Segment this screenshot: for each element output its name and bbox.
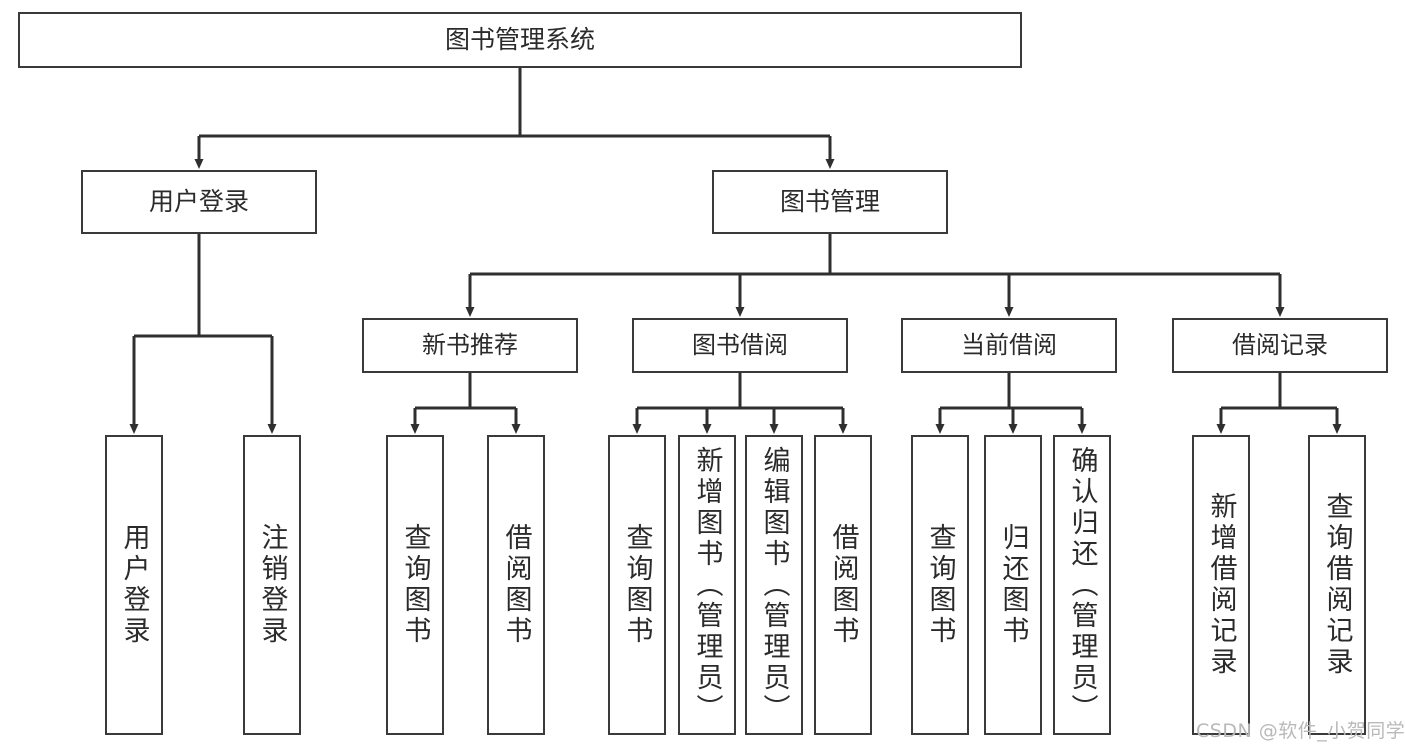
node-root[interactable]: 图书管理系统	[18, 12, 1022, 68]
node-leaf-borrow-book-1[interactable]: 借阅图书	[487, 435, 545, 735]
node-leaf-add-record-label: 新增借阅记录	[1205, 492, 1237, 678]
node-leaf-user-logout-label: 注销登录	[256, 523, 288, 647]
node-root-label: 图书管理系统	[444, 25, 595, 55]
node-leaf-confirm-return[interactable]: 确认归还（管理员）	[1053, 435, 1111, 735]
node-borrow-record[interactable]: 借阅记录	[1172, 318, 1388, 373]
node-leaf-query-book-1[interactable]: 查询图书	[386, 435, 444, 735]
node-leaf-add-book[interactable]: 新增图书（管理员）	[678, 435, 736, 735]
node-leaf-borrow-book-2-label: 借阅图书	[827, 523, 859, 647]
node-leaf-query-book-2[interactable]: 查询图书	[608, 435, 666, 735]
node-leaf-add-record[interactable]: 新增借阅记录	[1192, 435, 1250, 735]
node-book-manage-label: 图书管理	[779, 187, 880, 217]
node-new-book-recommend-label: 新书推荐	[422, 331, 518, 360]
node-leaf-query-book-3[interactable]: 查询图书	[911, 435, 969, 735]
node-leaf-confirm-return-label: 确认归还（管理员）	[1066, 445, 1098, 725]
node-leaf-query-book-1-label: 查询图书	[399, 523, 431, 647]
node-leaf-borrow-book-1-label: 借阅图书	[500, 523, 532, 647]
node-leaf-return-book-label: 归还图书	[997, 523, 1029, 647]
node-leaf-edit-book[interactable]: 编辑图书（管理员）	[745, 435, 803, 735]
node-new-book-recommend[interactable]: 新书推荐	[362, 318, 578, 373]
node-current-borrow[interactable]: 当前借阅	[901, 318, 1117, 373]
node-user-login-label: 用户登录	[148, 187, 249, 217]
node-leaf-query-book-3-label: 查询图书	[924, 523, 956, 647]
node-leaf-query-book-2-label: 查询图书	[621, 523, 653, 647]
node-leaf-user-login-label: 用户登录	[118, 523, 150, 647]
node-leaf-query-record-label: 查询借阅记录	[1321, 492, 1353, 678]
node-leaf-user-logout[interactable]: 注销登录	[243, 435, 301, 735]
node-leaf-borrow-book-2[interactable]: 借阅图书	[814, 435, 872, 735]
node-current-borrow-label: 当前借阅	[961, 331, 1057, 360]
node-borrow-record-label: 借阅记录	[1232, 331, 1328, 360]
node-leaf-edit-book-label: 编辑图书（管理员）	[758, 445, 790, 725]
node-leaf-user-login[interactable]: 用户登录	[105, 435, 163, 735]
node-leaf-add-book-label: 新增图书（管理员）	[691, 445, 723, 725]
node-book-manage[interactable]: 图书管理	[712, 170, 948, 234]
node-user-login[interactable]: 用户登录	[81, 170, 317, 234]
node-leaf-query-record[interactable]: 查询借阅记录	[1308, 435, 1366, 735]
node-leaf-return-book[interactable]: 归还图书	[984, 435, 1042, 735]
node-book-borrow-label: 图书借阅	[692, 331, 788, 360]
node-book-borrow[interactable]: 图书借阅	[632, 318, 848, 373]
